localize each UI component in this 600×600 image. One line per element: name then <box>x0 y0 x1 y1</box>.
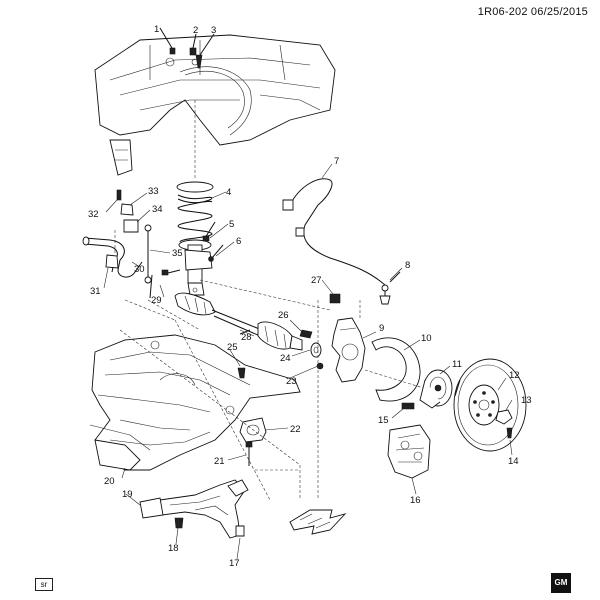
bolt-21-shape <box>245 441 253 466</box>
callout-25: 25 <box>227 342 238 353</box>
callout-32: 32 <box>88 209 99 220</box>
callout-9: 9 <box>379 323 384 334</box>
callout-14: 14 <box>508 456 519 467</box>
callout-12: 12 <box>509 370 520 381</box>
callout-29: 29 <box>151 295 162 306</box>
callout-10: 10 <box>421 333 432 344</box>
splash-shield <box>364 337 431 402</box>
strut-mount-fasteners <box>159 27 215 69</box>
hub-bearing <box>401 369 453 410</box>
callout-2: 2 <box>193 25 198 36</box>
forward-arrow-icon <box>289 509 347 535</box>
callout-17: 17 <box>229 558 240 569</box>
brake-caliper <box>387 424 431 479</box>
bolt-25-shape <box>237 367 246 379</box>
callout-19: 19 <box>122 489 133 500</box>
callout-23: 23 <box>286 376 297 387</box>
drawing-header: 1R06-202 06/25/2015 <box>477 6 588 18</box>
alignment-lines <box>119 279 361 501</box>
callout-numbers: 1 2 3 4 5 6 7 8 9 10 11 12 13 14 15 16 1… <box>88 24 532 569</box>
callout-4: 4 <box>226 187 231 198</box>
body-structure <box>94 34 336 176</box>
strut-assembly <box>176 100 224 296</box>
callout-35: 35 <box>172 248 183 259</box>
callout-18: 18 <box>168 543 179 554</box>
stabilizer-bar-group <box>82 189 201 331</box>
callout-16: 16 <box>410 495 421 506</box>
callout-31: 31 <box>90 286 101 297</box>
callout-27: 27 <box>311 275 322 286</box>
callout-8: 8 <box>405 260 410 271</box>
callout-6: 6 <box>236 236 241 247</box>
callout-21: 21 <box>214 456 225 467</box>
steering-knuckle <box>331 317 366 383</box>
callout-26: 26 <box>278 310 289 321</box>
lower-control-arm <box>139 479 249 539</box>
callout-3: 3 <box>211 25 216 36</box>
callout-15: 15 <box>378 415 389 426</box>
sr-tag: sr <box>35 578 53 591</box>
callout-7: 7 <box>334 156 339 167</box>
axle-hardware <box>299 300 324 500</box>
drive-axle <box>174 292 303 351</box>
leader-lines <box>103 163 513 560</box>
front-cradle <box>89 334 301 471</box>
callout-20: 20 <box>104 476 115 487</box>
callout-5: 5 <box>229 219 234 230</box>
callout-28: 28 <box>241 332 252 343</box>
wheel-speed-sensor <box>282 178 401 305</box>
callout-1: 1 <box>154 24 159 35</box>
callout-11: 11 <box>452 359 462 370</box>
callout-30: 30 <box>134 264 145 275</box>
callout-13: 13 <box>521 395 532 406</box>
callout-24: 24 <box>280 353 291 364</box>
callout-33: 33 <box>148 186 159 197</box>
gm-logo: GM <box>551 573 571 593</box>
callout-22: 22 <box>290 424 301 435</box>
callout-34: 34 <box>152 204 163 215</box>
rotor-hardware <box>495 409 513 439</box>
